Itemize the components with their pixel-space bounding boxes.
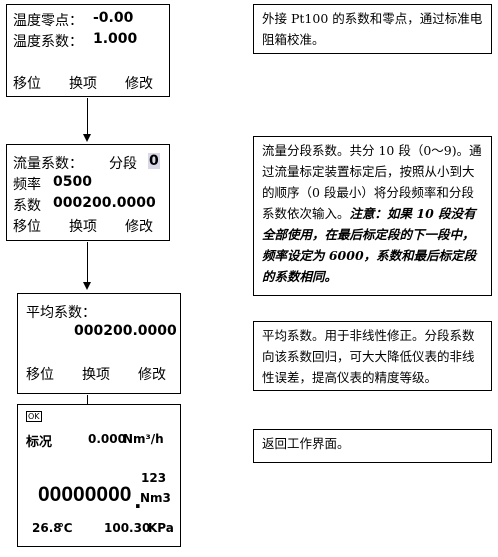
switch-item-key[interactable]: 换项 [82, 367, 110, 383]
note-flow-segment: 流量分段系数。共分 10 段（0～9)。通过流量标定装置标定后，按照从小到大的顺… [253, 136, 492, 296]
frequency-label: 频率 [13, 177, 41, 193]
note-3-text: 平均系数。用于非线性修正。分段系数向该系数回归，可大大降低仪表的非线性误差，提高… [262, 328, 475, 385]
total-flow-decimal: 123 [141, 471, 167, 485]
average-coef-value[interactable]: 000200.0000 [74, 323, 177, 339]
modify-key[interactable]: 修改 [125, 76, 153, 92]
instant-flow-value: 0.000 [88, 432, 126, 446]
screen-working-interface: OK 标况 0.000 Nm³/h 00000000 . 123 Nm3 26.… [17, 404, 181, 547]
temperature-unit: ℃ [58, 521, 73, 535]
switch-item-key[interactable]: 换项 [69, 219, 97, 235]
pressure-value: 100.30 [104, 521, 151, 535]
modify-key[interactable]: 修改 [138, 367, 166, 383]
frequency-value[interactable]: 0500 [53, 174, 92, 190]
note-2-emphasis: 注意：如果 10 段没有全部使用，在最后标定段的下一段中，频率设定为 6000，… [262, 206, 477, 284]
flow-arrow-1-head [83, 134, 91, 142]
switch-item-key[interactable]: 换项 [69, 76, 97, 92]
temp-coef-value[interactable]: 1.000 [93, 31, 138, 47]
note-4-text: 返回工作界面。 [262, 436, 350, 451]
note-2-plain: 流量分段系数。共分 10 段（0～9)。通过流量标定装置标定后，按照从小到大的顺… [262, 143, 482, 221]
total-flow-integer: 00000000 [38, 483, 132, 506]
temp-zero-label: 温度零点： [13, 13, 83, 29]
note-2-text: 流量分段系数。共分 10 段（0～9)。通过流量标定装置标定后，按照从小到大的顺… [262, 140, 485, 287]
average-coef-label: 平均系数： [26, 305, 96, 321]
note-temperature-calibration: 外接 Pt100 的系数和零点，通过标准电阻箱校准。 [253, 4, 492, 54]
screen-average-coefficient: 平均系数： 000200.0000 移位 换项 修改 [17, 293, 181, 394]
state-label: 标况 [26, 435, 53, 450]
coefficient-label: 系数 [13, 198, 41, 214]
pressure-unit: KPa [148, 521, 174, 535]
screen-flow-segment-coefficient: 流量系数： 分段 0 频率 0500 系数 000200.0000 移位 换项 … [6, 144, 170, 241]
segment-value[interactable]: 0 [148, 153, 160, 169]
flow-coef-label: 流量系数： [13, 156, 83, 172]
screen-temperature-calibration: 温度零点： -0.00 温度系数： 1.000 移位 换项 修改 [6, 4, 170, 97]
shift-key[interactable]: 移位 [26, 367, 54, 383]
note-average-coefficient: 平均系数。用于非线性修正。分段系数向该系数回归，可大大降低仪表的非线性误差，提高… [253, 321, 492, 391]
modify-key[interactable]: 修改 [125, 219, 153, 235]
shift-key[interactable]: 移位 [13, 76, 41, 92]
total-flow-unit: Nm3 [140, 491, 171, 505]
temp-zero-value[interactable]: -0.00 [93, 10, 134, 26]
shift-key[interactable]: 移位 [13, 219, 41, 235]
temperature-value: 26.8 [32, 521, 62, 535]
temp-coef-label: 温度系数： [13, 34, 83, 50]
note-1-text: 外接 Pt100 的系数和零点，通过标准电阻箱校准。 [262, 11, 483, 47]
decimal-point: . [134, 489, 142, 513]
segment-label: 分段 [109, 156, 137, 172]
flow-arrow-3 [87, 395, 88, 412]
coefficient-value[interactable]: 000200.0000 [53, 195, 156, 211]
ok-indicator: OK [26, 411, 42, 422]
note-return-working: 返回工作界面。 [253, 429, 492, 463]
flow-unit: Nm³/h [123, 432, 164, 446]
flow-arrow-2 [87, 242, 88, 282]
flow-arrow-2-head [83, 282, 91, 290]
flow-arrow-1 [87, 98, 88, 134]
